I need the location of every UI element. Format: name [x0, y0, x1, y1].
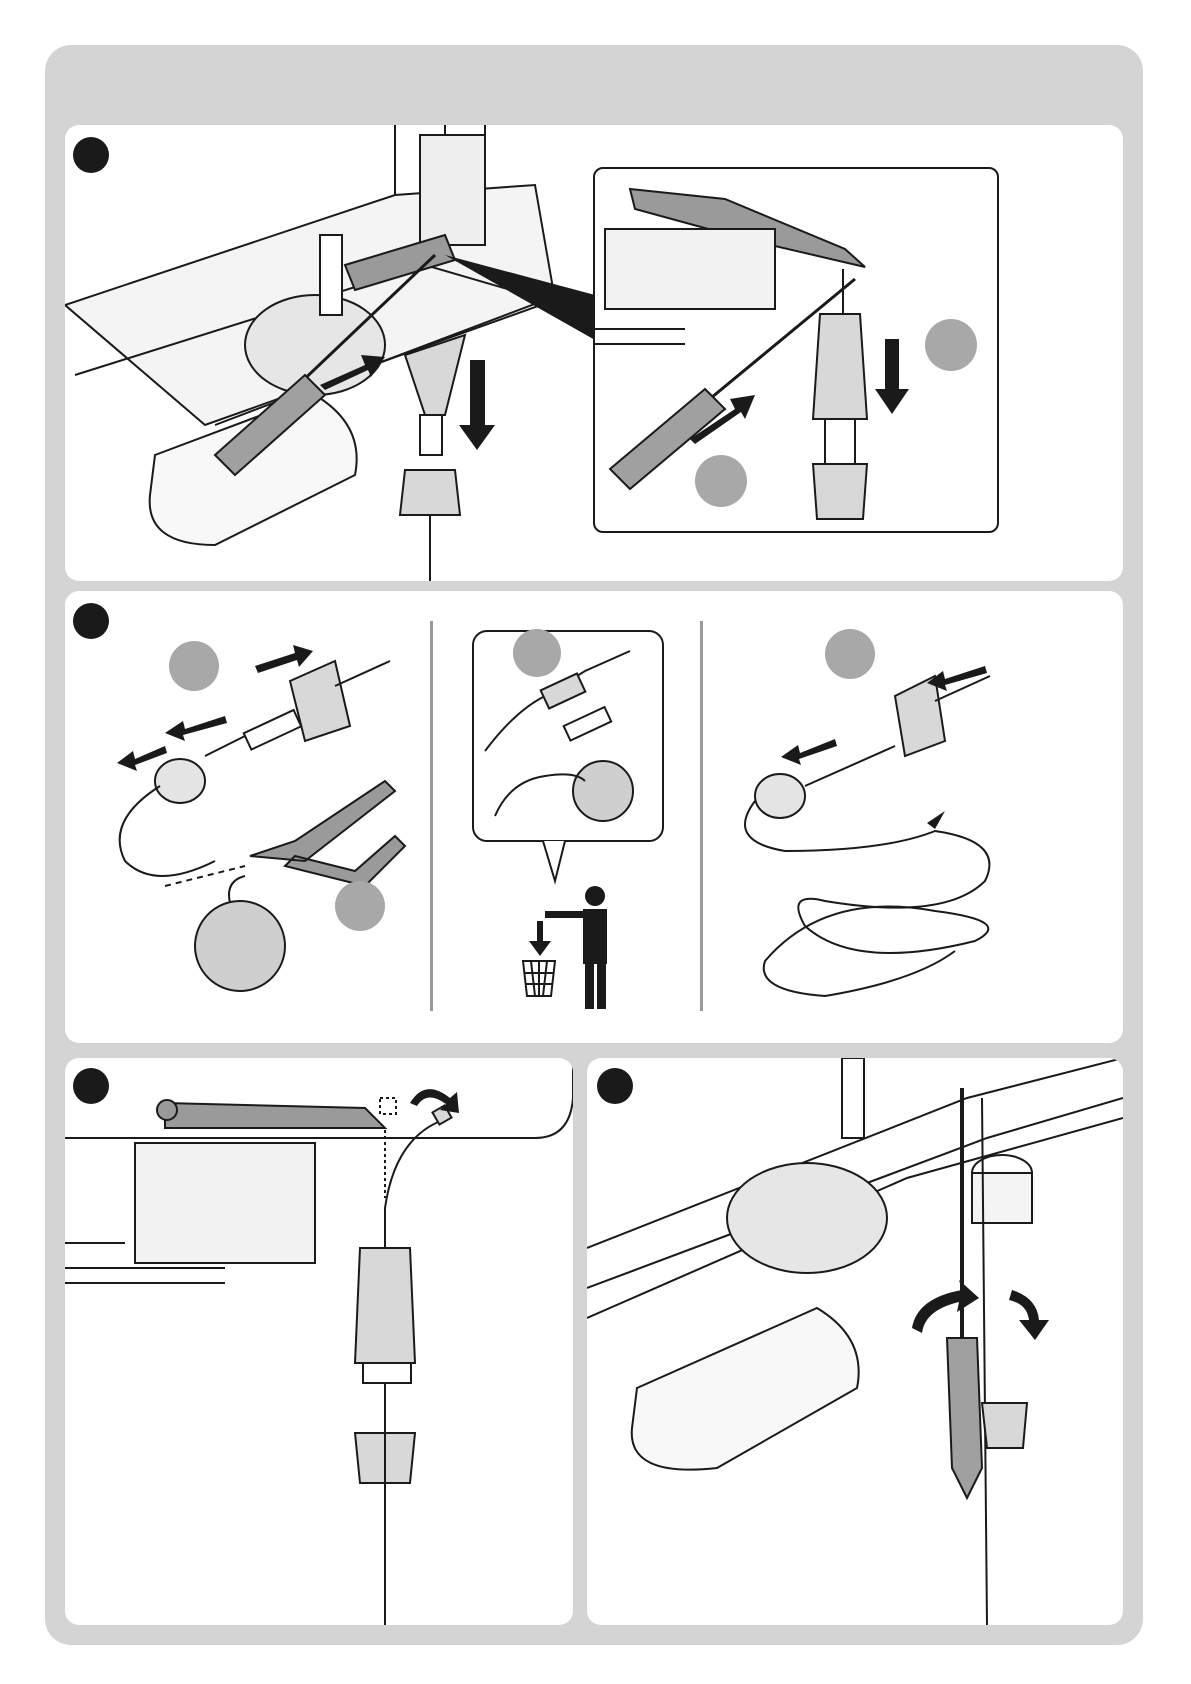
drop-arrow	[529, 921, 551, 956]
step4-screwdriver-handle	[947, 1338, 982, 1498]
zoom-spring	[825, 419, 855, 464]
step4-gear-housing	[727, 1163, 887, 1273]
person-disposing-icon	[545, 886, 607, 1009]
step4-cap	[982, 1403, 1027, 1448]
scene1-cap	[155, 759, 205, 803]
cable-spring	[420, 415, 442, 455]
scene3-cap	[755, 774, 805, 818]
step-3-panel	[65, 1058, 573, 1625]
step-2-callout-c	[513, 629, 561, 677]
gear-housing	[245, 295, 385, 395]
instruction-sheet	[45, 45, 1143, 1645]
scene3-cable-loop	[745, 801, 989, 996]
scene1-spring	[244, 710, 301, 750]
step-1-panel	[65, 125, 1123, 581]
step-2-callout-b	[335, 881, 385, 931]
trash-bin-icon	[523, 961, 555, 996]
step-2-callout-a	[169, 641, 219, 691]
motor-body	[150, 395, 357, 545]
remove-parts-scene	[745, 676, 990, 996]
step4-motor-body	[632, 1308, 859, 1470]
dispose-scene	[473, 631, 663, 1009]
dashed-arrow-icon	[690, 339, 909, 444]
mount-bracket	[420, 135, 485, 245]
step-4-panel	[587, 1058, 1123, 1625]
zoom-cap	[813, 464, 867, 519]
cut-cable-scene	[120, 661, 405, 991]
rotate-arrow-icon	[410, 1089, 459, 1113]
scene3-cone	[895, 676, 945, 756]
step3-lever	[165, 1103, 385, 1128]
pliers-icon	[250, 781, 405, 886]
step-2-callout-d	[825, 629, 875, 679]
step-3-illustration	[65, 1058, 573, 1625]
gear-post	[320, 235, 342, 315]
rotate-arrow-icon	[912, 1280, 1049, 1340]
scene1-cone	[290, 661, 350, 741]
scene1-ball	[195, 901, 285, 991]
zoom-detail-box	[593, 167, 999, 533]
zoom-cone	[813, 314, 867, 419]
step-2-illustration	[65, 591, 1123, 1043]
step3-cone	[355, 1248, 415, 1363]
zoom-callout-a	[925, 319, 977, 371]
step-4-illustration	[587, 1058, 1123, 1625]
step-2-panel	[65, 591, 1123, 1043]
cable-cap	[400, 470, 460, 515]
zoom-callout-b	[695, 455, 747, 507]
dispose-ball	[573, 761, 633, 821]
